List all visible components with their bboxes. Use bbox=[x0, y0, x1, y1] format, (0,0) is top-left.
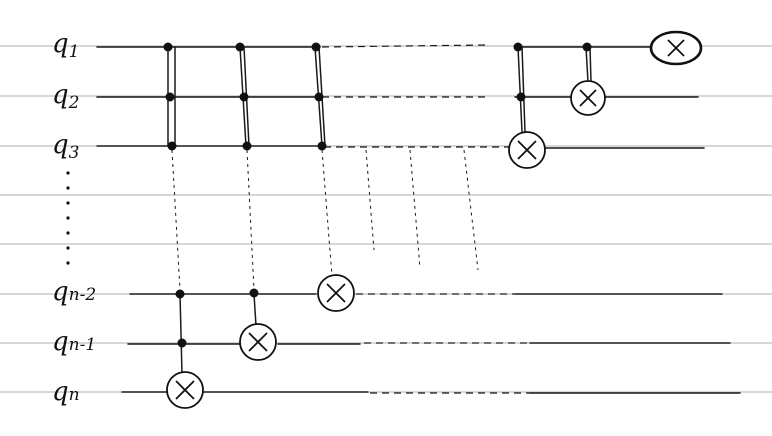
vertical-ellipsis bbox=[66, 171, 70, 265]
control-dot bbox=[175, 289, 185, 299]
control-dot bbox=[317, 141, 327, 151]
label-q3: q3 bbox=[52, 130, 79, 163]
qubit-labels: q1 q2 q3 qn-2 qn-1 qn bbox=[52, 29, 96, 407]
control-column-1 bbox=[163, 42, 204, 409]
cnot-q1-q2 bbox=[570, 42, 606, 116]
continuation-marks bbox=[365, 149, 479, 271]
control-dot bbox=[516, 92, 526, 102]
control-column-2 bbox=[235, 42, 277, 361]
x-gate-q1 bbox=[649, 30, 703, 66]
control-dot bbox=[311, 42, 321, 52]
label-qn-2: qn-2 bbox=[52, 277, 96, 307]
label-q2: q2 bbox=[52, 80, 79, 113]
toffoli-target-q3 bbox=[508, 42, 546, 169]
qubit-wires bbox=[96, 44, 741, 394]
label-qn: qn bbox=[52, 377, 80, 407]
control-dot bbox=[163, 42, 173, 52]
control-dot bbox=[239, 92, 249, 102]
control-dot bbox=[235, 42, 245, 52]
control-dot bbox=[177, 338, 187, 348]
control-dot bbox=[582, 42, 592, 52]
label-q1: q1 bbox=[52, 29, 79, 62]
control-dot bbox=[314, 92, 324, 102]
control-dot bbox=[167, 141, 177, 151]
control-dot bbox=[513, 42, 523, 52]
ruled-lines bbox=[0, 45, 772, 393]
control-dot bbox=[242, 141, 252, 151]
label-qn-1: qn-1 bbox=[52, 327, 96, 357]
wire-q1-dashed bbox=[321, 44, 486, 48]
control-dot bbox=[165, 92, 175, 102]
control-column-3 bbox=[311, 42, 355, 312]
control-dot bbox=[249, 288, 259, 298]
